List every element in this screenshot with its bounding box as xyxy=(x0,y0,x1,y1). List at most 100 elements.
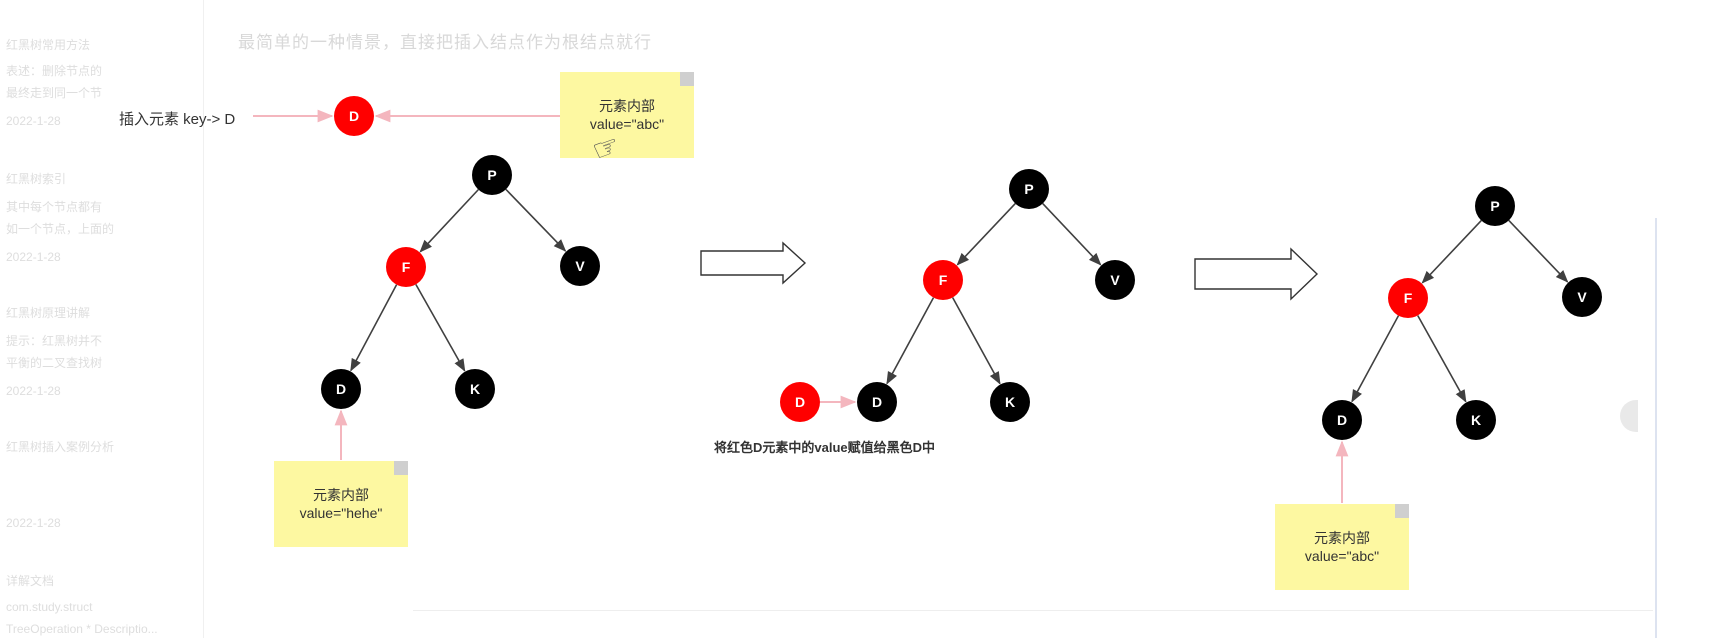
sidebar-text: 提示：红黑树并不 xyxy=(6,334,103,348)
tree-edge xyxy=(956,202,1016,266)
step-arrow-icon xyxy=(700,241,807,285)
tree-edge xyxy=(1042,202,1102,266)
sidebar-text: com.study.struct xyxy=(6,600,93,614)
ghost-heading: 最简单的一种情景，直接把插入结点作为根结点就行 xyxy=(238,33,652,52)
inserted-node-copy: D xyxy=(780,382,820,422)
node-circle xyxy=(1322,400,1362,440)
node-key: F xyxy=(939,272,948,288)
node-key: P xyxy=(487,167,496,183)
node-key: D xyxy=(336,381,346,397)
note-title: 元素内部 xyxy=(599,98,655,114)
node-circle xyxy=(990,382,1030,422)
note-right: 元素内部 value="abc" xyxy=(1275,504,1409,590)
node-circle xyxy=(334,96,374,136)
sidebar-text: 红黑树索引 xyxy=(6,172,67,186)
node-circle xyxy=(1095,260,1135,300)
node-circle xyxy=(780,382,820,422)
note-value: value="hehe" xyxy=(299,505,383,521)
note-top: 元素内部 value="abc" xyxy=(560,72,694,158)
tree-edge xyxy=(886,297,935,385)
sidebar-text: 2022-1-28 xyxy=(6,114,61,128)
tree-node-k: K xyxy=(990,382,1030,422)
sidebar-text: 红黑树插入案例分析 xyxy=(6,440,115,454)
node-circle xyxy=(560,246,600,286)
node-circle xyxy=(923,260,963,300)
node-circle xyxy=(321,369,361,409)
sidebar-text: 红黑树常用方法 xyxy=(6,38,91,52)
note-title: 元素内部 xyxy=(313,487,369,503)
tree-edge xyxy=(1421,219,1482,284)
divider xyxy=(203,0,204,638)
tree-node-k: K xyxy=(455,369,495,409)
divider xyxy=(413,610,1653,611)
node-key: K xyxy=(470,381,480,397)
tree-edge xyxy=(1417,315,1467,403)
node-key: F xyxy=(402,259,411,275)
sidebar-text: 2022-1-28 xyxy=(6,250,61,264)
node-circle xyxy=(386,247,426,287)
node-circle xyxy=(455,369,495,409)
tree-node-f: F xyxy=(1388,278,1428,318)
tree-node-v: V xyxy=(1095,260,1135,300)
scroll-track xyxy=(1655,218,1657,638)
node-key: P xyxy=(1490,198,1499,214)
tree-node-d: D xyxy=(1322,400,1362,440)
node-key: D xyxy=(1337,412,1347,428)
note-title: 元素内部 xyxy=(1314,530,1370,546)
sidebar-text: 其中每个节点都有 xyxy=(6,200,103,214)
node-key: K xyxy=(1471,412,1481,428)
step-arrow-icon xyxy=(1194,247,1319,301)
node-circle xyxy=(1456,400,1496,440)
tree-node-v: V xyxy=(560,246,600,286)
tree-node-v: V xyxy=(1562,277,1602,317)
step-caption: 将红色D元素中的value赋值给黑色D中 xyxy=(714,440,936,455)
node-key: K xyxy=(1005,394,1015,410)
node-key: D xyxy=(795,394,805,410)
node-circle xyxy=(472,155,512,195)
tree-edge xyxy=(350,284,398,372)
tree-node-f: F xyxy=(386,247,426,287)
node-circle xyxy=(1562,277,1602,317)
inserted-node: D xyxy=(334,96,374,136)
node-circle xyxy=(857,382,897,422)
tree-node-d: D xyxy=(321,369,361,409)
note-value: value="abc" xyxy=(589,116,665,132)
note-value: value="abc" xyxy=(1304,548,1380,564)
ghost-sidebar: 红黑树常用方法 表述：删除节点的 最终走到同一个节 2022-1-28 红黑树索… xyxy=(0,0,205,638)
node-key: F xyxy=(1404,290,1413,306)
insert-key-label: 插入元素 key-> D xyxy=(119,111,236,128)
sidebar-text: 2022-1-28 xyxy=(6,516,61,530)
node-circle xyxy=(1475,186,1515,226)
tree-node-p: P xyxy=(1009,169,1049,209)
side-tab xyxy=(1620,400,1638,432)
node-key: V xyxy=(1577,289,1587,305)
sidebar-text: 平衡的二叉查找树 xyxy=(6,356,103,370)
tree-node-k: K xyxy=(1456,400,1496,440)
tree-edge xyxy=(505,188,567,252)
node-circle xyxy=(1009,169,1049,209)
sidebar-text: 表述：删除节点的 xyxy=(6,64,103,78)
tree-edge xyxy=(1351,315,1400,403)
sidebar-text: 2022-1-28 xyxy=(6,384,61,398)
node-circle xyxy=(1388,278,1428,318)
tree-edge xyxy=(951,297,1001,385)
sidebar-text: TreeOperation * Descriptio... xyxy=(6,622,158,636)
tree-node-d: D xyxy=(857,382,897,422)
tree-node-f: F xyxy=(923,260,963,300)
sidebar-text: 如一个节点，上面的 xyxy=(6,222,115,236)
tree-node-p: P xyxy=(1475,186,1515,226)
note-left: 元素内部 value="hehe" xyxy=(274,461,408,547)
tree-node-p: P xyxy=(472,155,512,195)
sidebar-text: 最终走到同一个节 xyxy=(6,86,103,100)
tree-edge xyxy=(419,189,479,253)
tree-edge xyxy=(415,284,466,372)
node-key: D xyxy=(872,394,882,410)
sidebar-text: 详解文档 xyxy=(6,574,55,588)
node-key: V xyxy=(575,258,585,274)
sidebar-text: 红黑树原理讲解 xyxy=(6,306,91,320)
node-key: D xyxy=(349,108,359,124)
node-key: V xyxy=(1110,272,1120,288)
node-key: P xyxy=(1024,181,1033,197)
